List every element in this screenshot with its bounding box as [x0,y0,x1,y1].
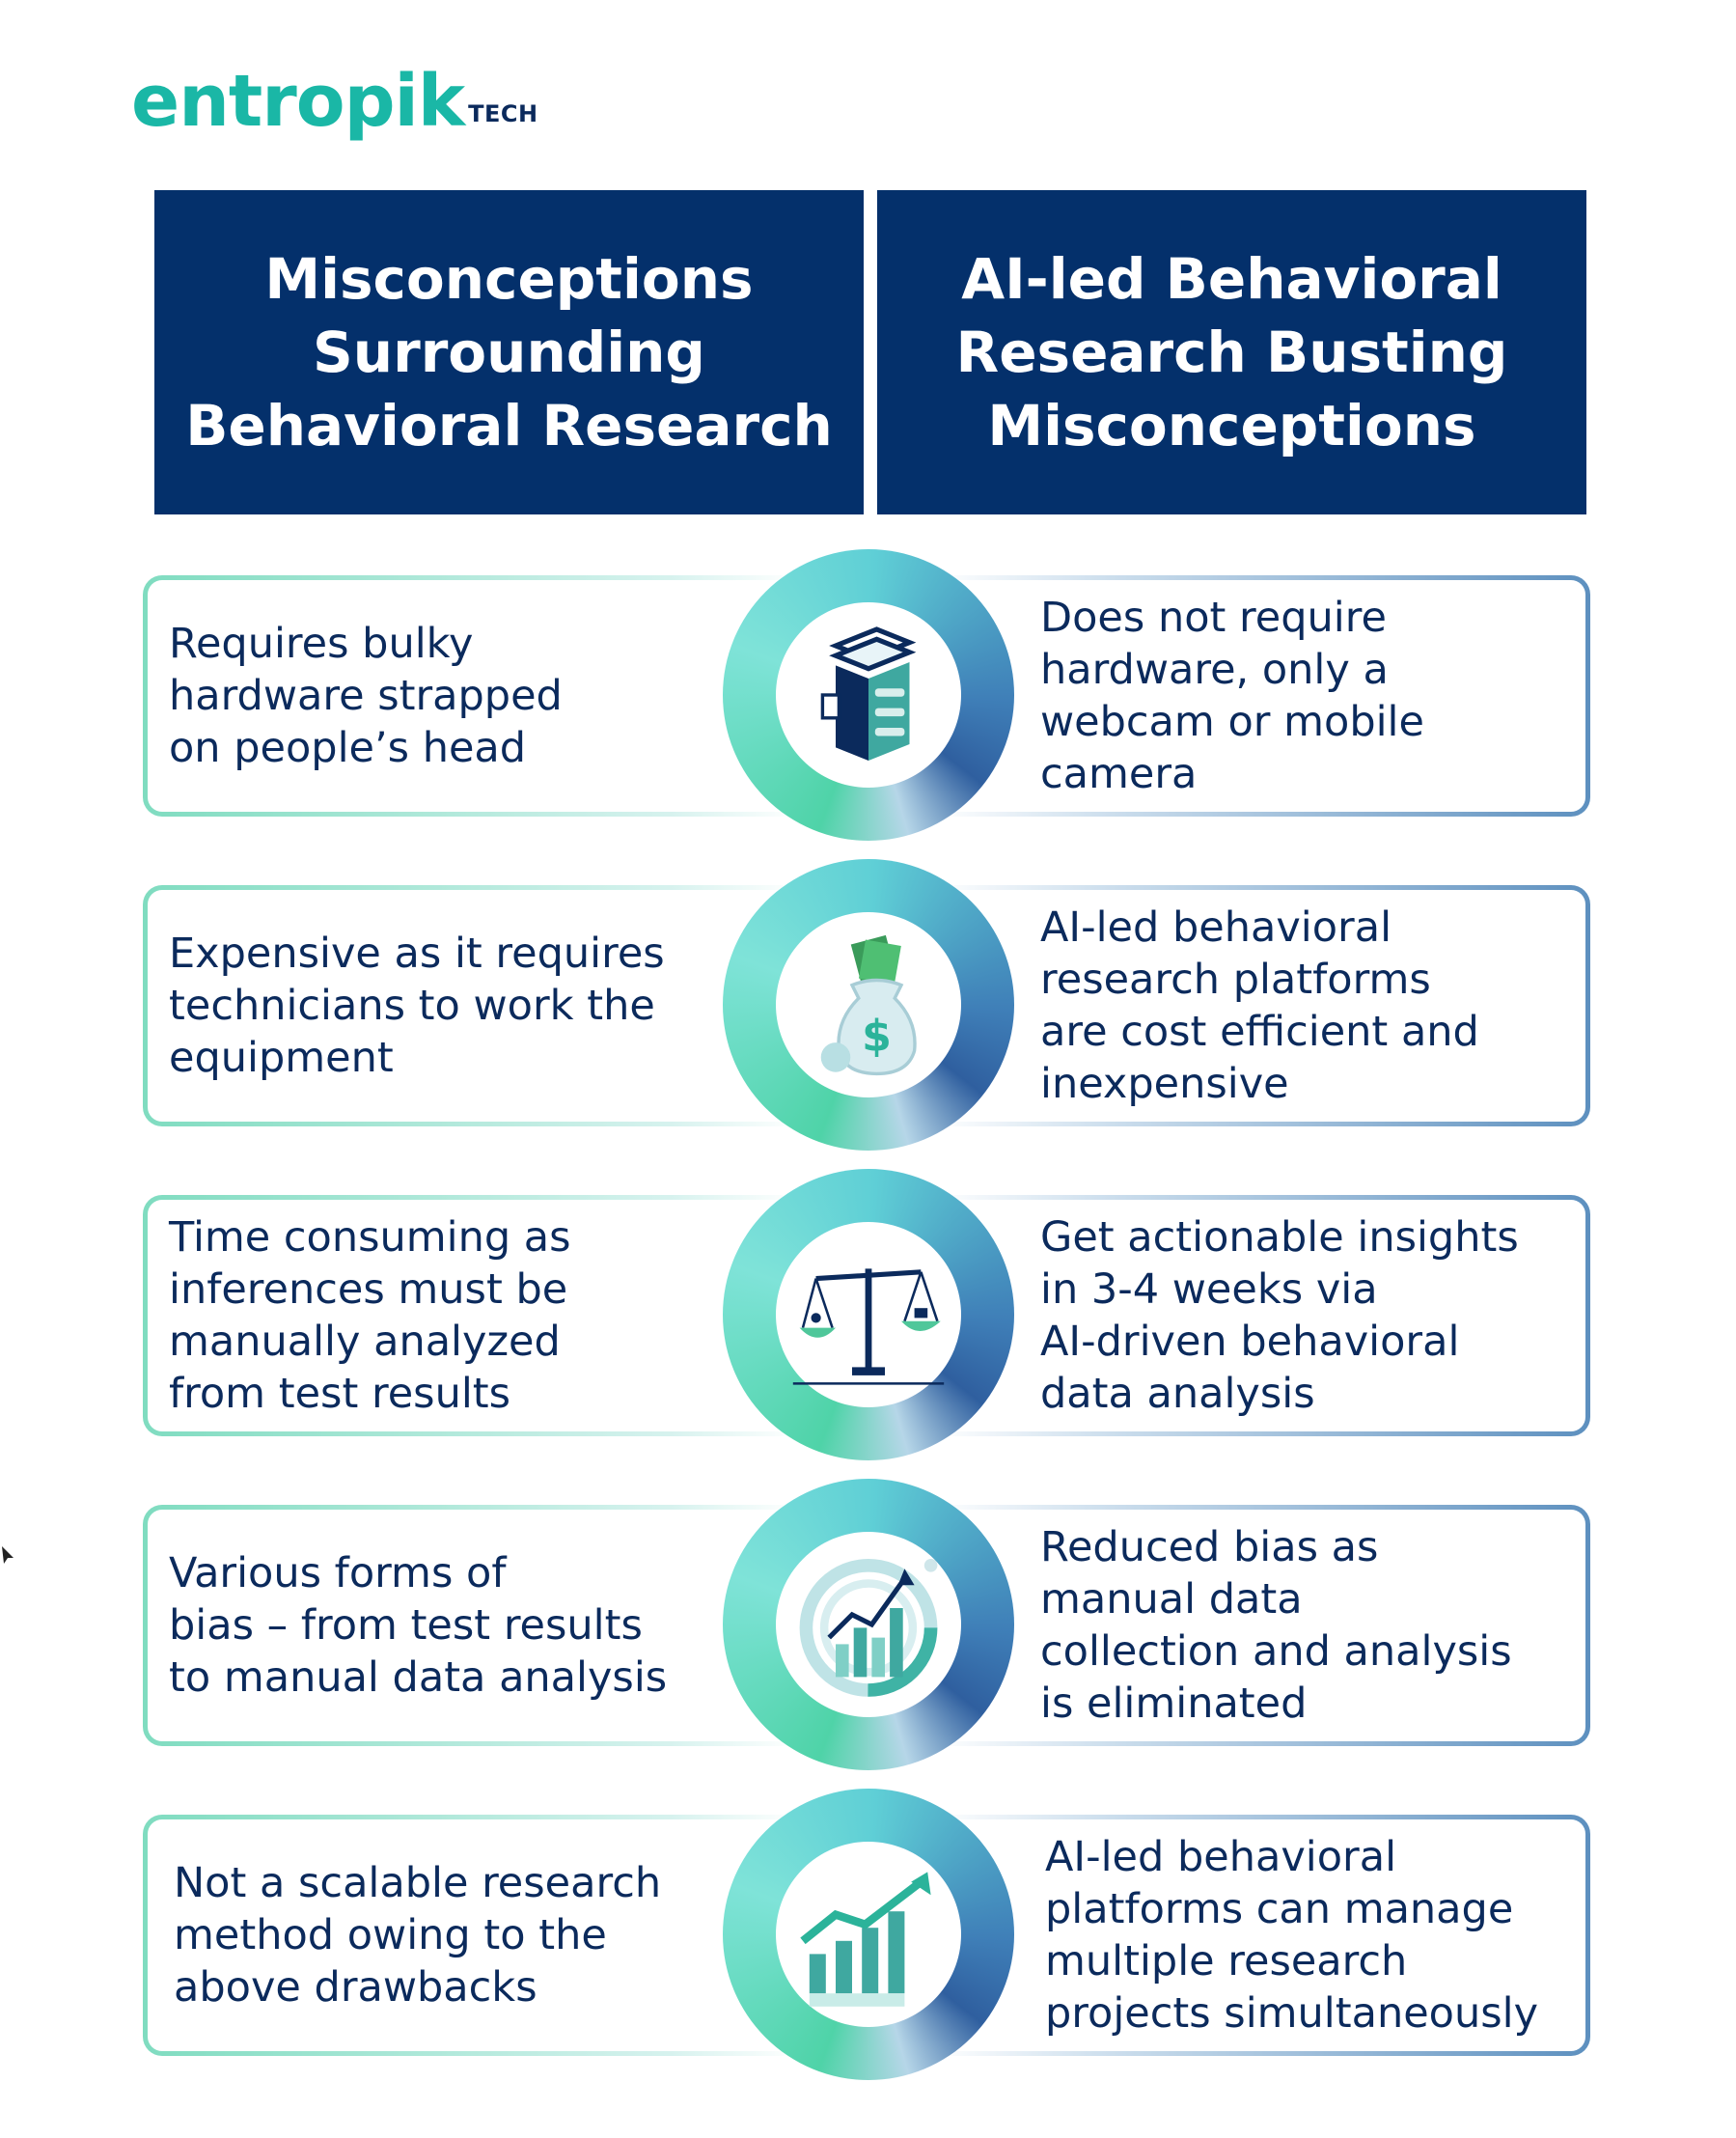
text-line: is eliminated [1040,1680,1308,1728]
text-line: hardware, only a [1040,646,1389,694]
text-line: research platforms [1040,956,1431,1004]
text-line: bias – from test results [169,1601,643,1650]
text-line: multiple research [1045,1937,1408,1985]
text-line: Reduced bias as [1040,1523,1379,1571]
server-tower-icon [820,626,917,761]
text-line: platforms can manage [1045,1885,1514,1933]
text-line: from test results [169,1370,511,1418]
text-line: Expensive as it requires [169,930,665,978]
icon-ring [723,1789,1014,2080]
comparison-row-cost: Expensive as it requires technicians to … [143,859,1590,1151]
svg-text:$: $ [862,1013,892,1062]
text-line: technicians to work the [169,982,655,1030]
misconception-text: Various forms of bias – from test result… [169,1505,667,1746]
solution-text: Get actionable insights in 3-4 weeks via… [1040,1195,1519,1436]
header-line: Research Busting [955,319,1508,385]
text-line: inexpensive [1040,1060,1289,1108]
text-line: Various forms of [169,1549,507,1597]
text-line: are cost efficient and [1040,1008,1479,1056]
solution-card [934,885,1590,1126]
misconception-text: Requires bulky hardware strapped on peop… [169,575,563,817]
text-line: hardware strapped [169,672,563,720]
text-line: to manual data analysis [169,1653,668,1702]
solution-text: Reduced bias as manual data collection a… [1040,1505,1512,1746]
cursor-arrow-icon [2,1546,14,1564]
solution-card [934,575,1590,817]
brand-suffix: TECH [468,100,538,127]
text-line: collection and analysis [1040,1627,1512,1676]
text-line: above drawbacks [174,1963,537,2012]
growth-chart-icon [800,1872,931,2007]
misconception-text: Expensive as it requires technicians to … [169,885,665,1126]
text-line: Time consuming as [169,1213,571,1262]
solution-text: AI-led behavioral research platforms are… [1040,885,1479,1126]
comparison-row-scalability: Not a scalable research method owing to … [143,1789,1590,2080]
icon-ring [723,1479,1014,1770]
ai-led-header: AI-led Behavioral Research Busting Misco… [877,190,1586,514]
text-line: Requires bulky [169,620,474,668]
text-line: camera [1040,750,1198,798]
brand-logo: entropik TECH [131,50,538,137]
text-line: manual data [1040,1575,1303,1624]
comparison-row-bias: Various forms of bias – from test result… [143,1479,1590,1770]
solution-card [934,1195,1590,1436]
analytics-dial-icon [799,1559,938,1697]
misconception-text: Time consuming as inferences must be man… [169,1195,571,1436]
text-line: webcam or mobile [1040,698,1424,746]
header-line: Surrounding [313,319,705,385]
header-line: Misconceptions [987,393,1476,458]
misconception-card [143,1195,799,1436]
comparison-row-hardware: Requires bulky hardware strapped on peop… [143,549,1590,841]
header-line: Behavioral Research [185,393,833,458]
comparison-row-time: Time consuming as inferences must be man… [143,1169,1590,1460]
text-line: equipment [169,1034,394,1082]
text-line: method owing to the [174,1911,607,1959]
text-line: Get actionable insights [1040,1213,1519,1262]
text-line: in 3-4 weeks via [1040,1265,1378,1314]
solution-text: AI-led behavioral platforms can manage m… [1045,1815,1538,2056]
icon-ring: $ [723,859,1014,1151]
misconception-card [143,1505,799,1746]
text-line: inferences must be [169,1265,568,1314]
icon-ring [723,549,1014,841]
text-line: AI-led behavioral [1040,903,1392,952]
text-line: data analysis [1040,1370,1315,1418]
brand-name: entropik [131,60,465,143]
text-line: manually analyzed [169,1318,561,1366]
misconception-card [143,575,799,817]
text-line: Not a scalable research [174,1859,662,1907]
text-line: Does not require [1040,594,1387,642]
header-line: AI-led Behavioral [961,246,1502,312]
misconception-card [143,1815,799,2056]
solution-card [934,1505,1590,1746]
solution-card [934,1815,1590,2056]
icon-ring [723,1169,1014,1460]
text-line: on people’s head [169,724,527,772]
header-line: Misconceptions [264,246,754,312]
misconception-card [143,885,799,1126]
misconception-text: Not a scalable research method owing to … [174,1815,661,2056]
misconceptions-header: Misconceptions Surrounding Behavioral Re… [154,190,864,514]
text-line: AI-led behavioral [1045,1833,1397,1881]
text-line: projects simultaneously [1045,1989,1539,2038]
balance-scale-icon [792,1268,945,1385]
solution-text: Does not require hardware, only a webcam… [1040,575,1424,817]
money-bag-icon: $ [820,934,917,1076]
text-line: AI-driven behavioral [1040,1318,1460,1366]
